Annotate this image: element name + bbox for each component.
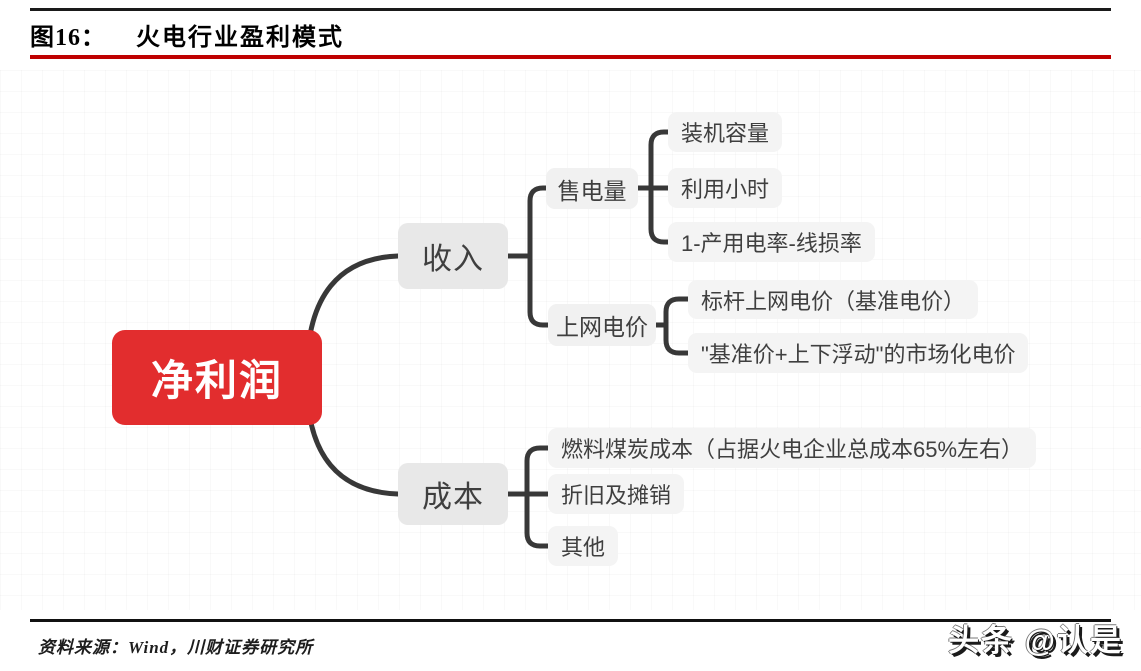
connector-cost-spine xyxy=(524,445,551,549)
figure-number-label: 图16： xyxy=(30,25,106,51)
node-depreciation-amortization: 折旧及摊销 xyxy=(548,474,685,514)
node-electricity-sales-volume: 售电量 xyxy=(546,168,638,209)
figure-title-row: 图16： 火电行业盈利模式 xyxy=(30,17,344,52)
node-utilization-hours: 利用小时 xyxy=(668,168,783,208)
node-on-grid-price: 上网电价 xyxy=(548,304,656,346)
node-installed-capacity: 装机容量 xyxy=(668,112,783,152)
node-self-use-and-line-loss-rate: 1-产用电率-线损率 xyxy=(668,222,875,262)
toutiao-watermark: 头条 @认是 xyxy=(948,623,1123,658)
connector-revenue-spine xyxy=(527,185,553,328)
header-red-rule xyxy=(30,55,1111,59)
node-market-based-price: "基准价+上下浮动"的市场化电价 xyxy=(688,333,1029,373)
connector-gridprice-spine xyxy=(663,296,691,356)
figure-title: 火电行业盈利模式 xyxy=(136,25,344,51)
node-other-cost: 其他 xyxy=(548,526,619,566)
node-net-profit: 净利润 xyxy=(112,330,322,425)
data-source-note: 资料来源：Wind，川财证券研究所 xyxy=(38,638,314,657)
node-revenue: 收入 xyxy=(398,223,508,289)
node-cost: 成本 xyxy=(398,463,508,525)
node-benchmark-on-grid-price: 标杆上网电价（基准电价） xyxy=(688,280,979,319)
node-fuel-coal-cost: 燃料煤炭成本（占据火电企业总成本65%左右） xyxy=(548,428,1037,468)
header-top-rule xyxy=(30,8,1111,11)
footer-rule xyxy=(30,619,1111,622)
